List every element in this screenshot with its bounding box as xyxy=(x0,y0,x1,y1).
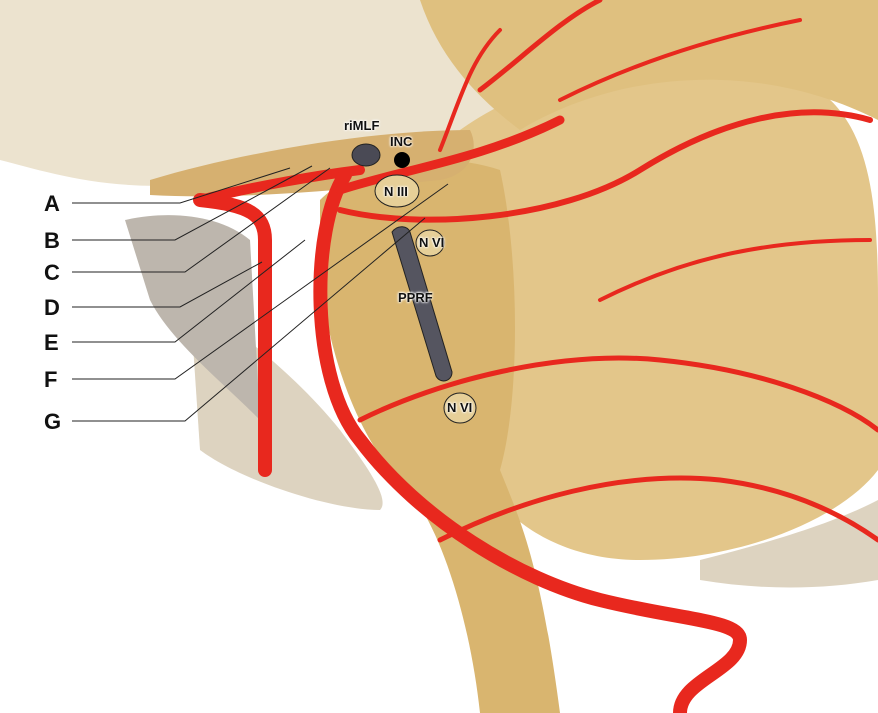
label-g: G xyxy=(44,409,62,434)
n6-lower-nucleus xyxy=(443,392,477,424)
label-d: D xyxy=(44,295,60,320)
arteries xyxy=(193,0,878,713)
brainstem xyxy=(320,160,560,713)
inc-nucleus xyxy=(394,152,410,168)
petrous-bone xyxy=(125,215,260,420)
cerebellum xyxy=(454,59,878,560)
leader-lines xyxy=(72,165,449,422)
n6-upper-nucleus xyxy=(415,229,445,257)
occipital-bone xyxy=(700,500,878,588)
n6-lower-label: N VI xyxy=(447,400,473,415)
rimlf-nucleus xyxy=(351,143,381,167)
rimlf-label: riMLF xyxy=(344,118,380,133)
n6-upper-label: N VI xyxy=(419,235,445,250)
label-a: A xyxy=(44,191,60,216)
n3-label: N III xyxy=(384,184,408,199)
inc-label: INC xyxy=(390,134,413,149)
label-f: F xyxy=(44,367,58,392)
n3-nucleus xyxy=(374,174,420,208)
label-b: B xyxy=(44,228,60,253)
label-c: C xyxy=(44,260,60,285)
pprf-column xyxy=(391,226,453,382)
label-e: E xyxy=(44,330,59,355)
pprf-label: PPRF xyxy=(398,290,433,305)
thalamus xyxy=(420,0,878,130)
